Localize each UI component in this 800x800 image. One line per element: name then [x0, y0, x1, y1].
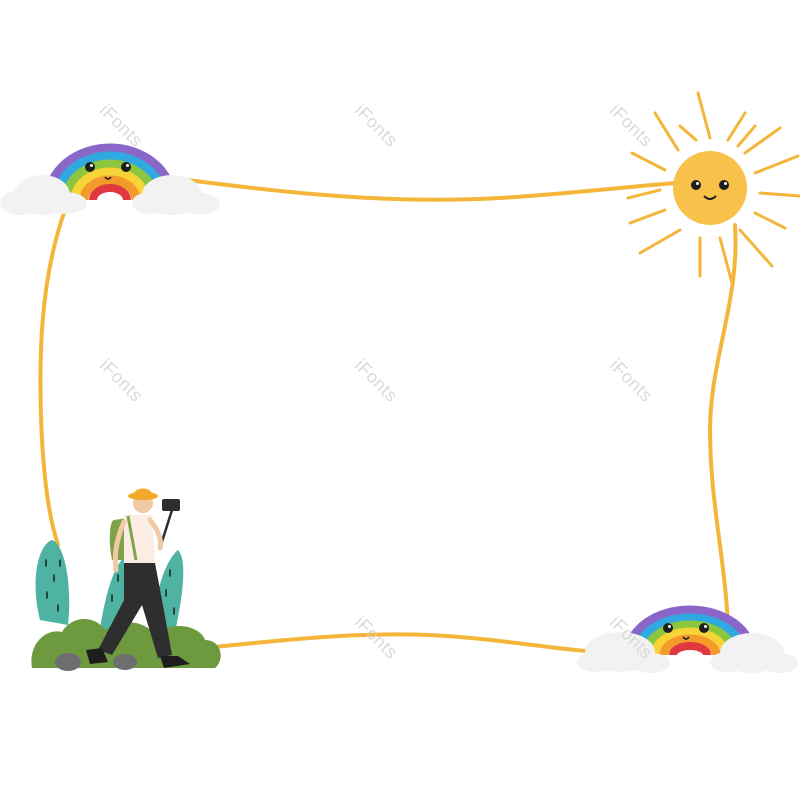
- cloud-icon: [0, 175, 87, 215]
- cloud-icon: [710, 633, 798, 673]
- hiker-with-selfie-stick-icon: [86, 488, 190, 668]
- cloud-icon: [577, 632, 670, 673]
- smiling-sun-icon: [626, 91, 800, 285]
- bush-icon: [31, 618, 221, 668]
- wavy-frame-icon: [38, 173, 738, 654]
- frame-bottom-edge: [203, 632, 602, 654]
- cloud-icon: [132, 175, 220, 215]
- frame-left-edge: [38, 208, 67, 547]
- frame-top-edge: [148, 173, 692, 202]
- frame-right-edge: [707, 223, 738, 627]
- cactus-icon: [35, 540, 70, 625]
- rock-icon: [55, 653, 137, 671]
